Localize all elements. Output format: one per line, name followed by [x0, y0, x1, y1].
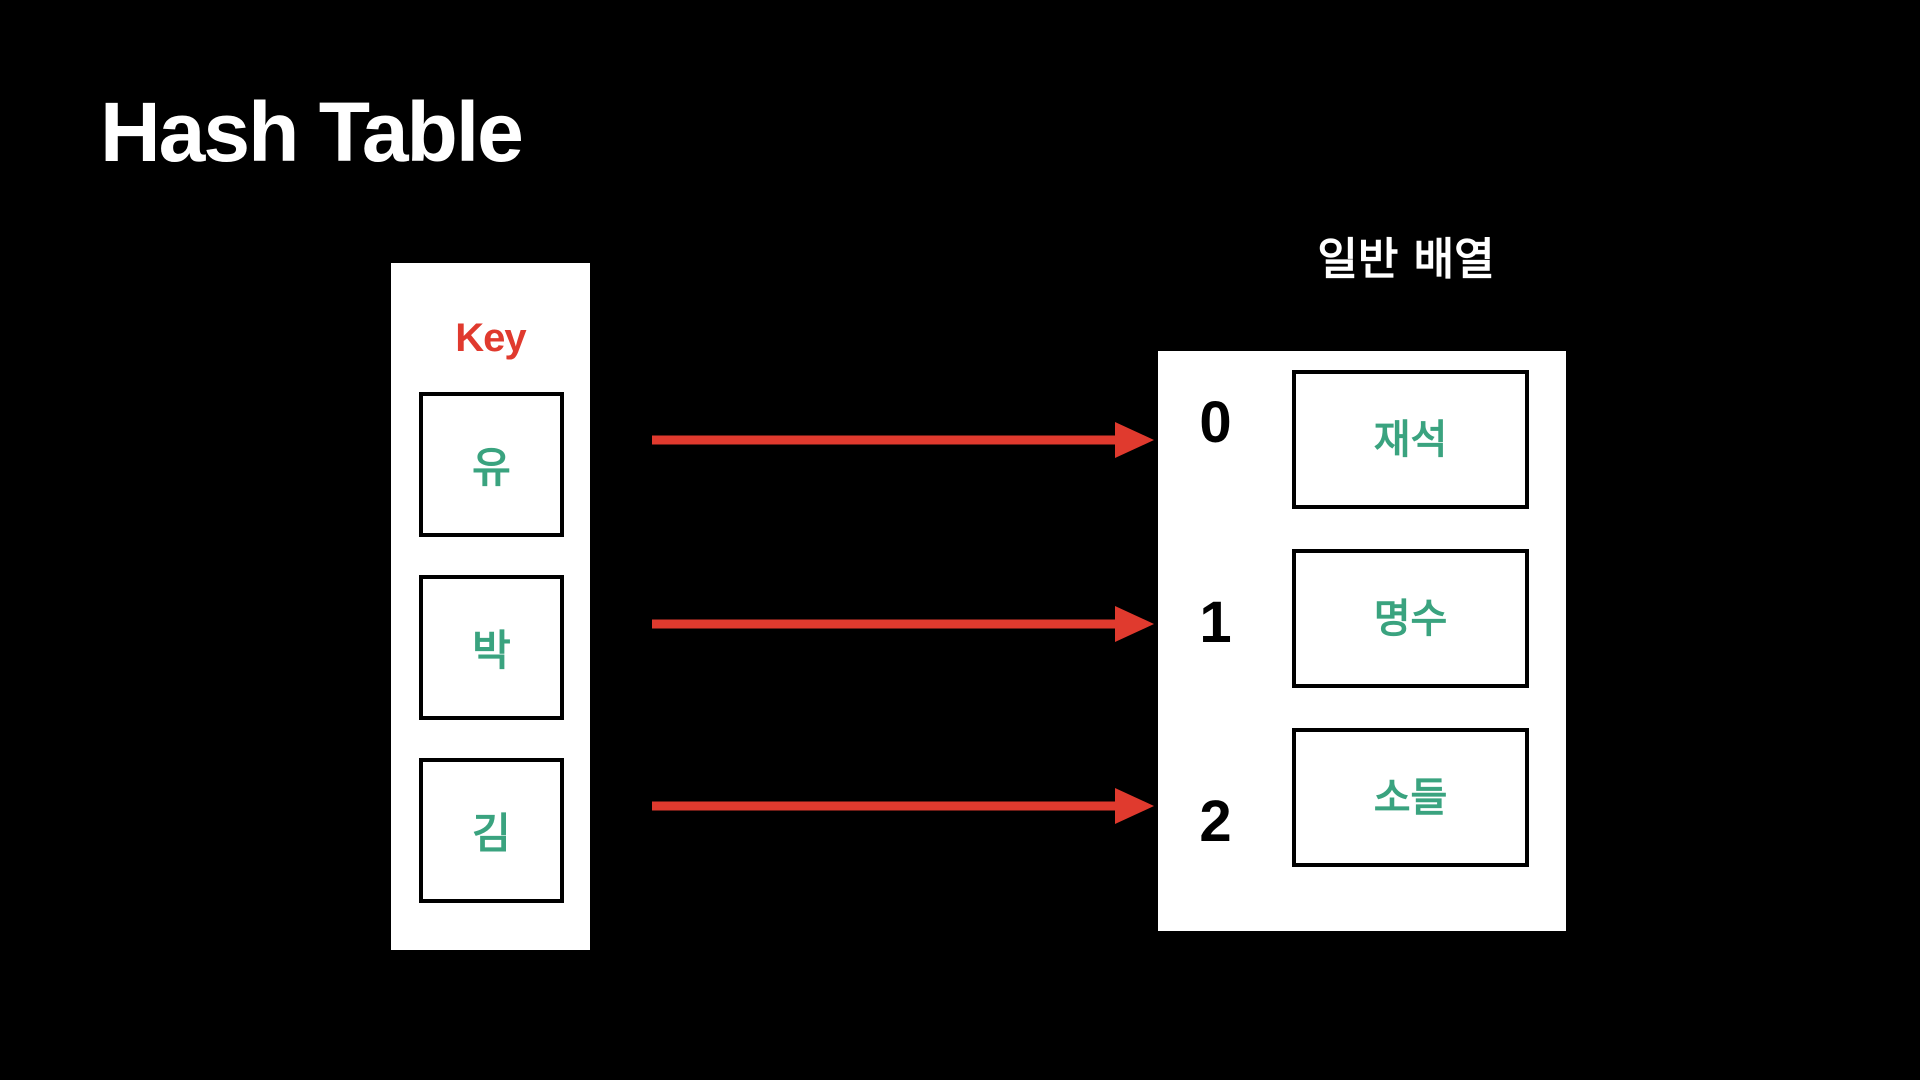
- key-text: 유: [472, 443, 511, 492]
- array-index-1: 1: [1199, 590, 1232, 655]
- key-box-2: 김: [419, 758, 564, 903]
- key-box-0: 유: [419, 392, 564, 537]
- array-panel: 0 재석 1 명수 2 소들: [1158, 351, 1566, 931]
- slide-title: Hash Table: [100, 85, 524, 179]
- key-text: 김: [472, 809, 511, 858]
- array-slot-2: 소들: [1292, 728, 1529, 867]
- array-slot-1: 명수: [1292, 549, 1529, 688]
- array-caption: 일반 배열: [1317, 234, 1495, 285]
- arrow-key-1-to-index-1: [652, 606, 1154, 642]
- key-text: 박: [472, 626, 511, 675]
- key-box-1: 박: [419, 575, 564, 720]
- arrow-key-2-to-index-2: [652, 788, 1154, 824]
- array-value: 명수: [1373, 595, 1448, 642]
- arrow-key-0-to-index-0: [652, 422, 1154, 458]
- key-panel: Key 유 박 김: [391, 263, 590, 950]
- array-index-0: 0: [1199, 390, 1232, 455]
- array-value: 소들: [1373, 774, 1448, 821]
- array-value: 재석: [1373, 416, 1448, 463]
- key-heading: Key: [455, 316, 526, 360]
- array-slot-0: 재석: [1292, 370, 1529, 509]
- array-index-2: 2: [1199, 789, 1232, 854]
